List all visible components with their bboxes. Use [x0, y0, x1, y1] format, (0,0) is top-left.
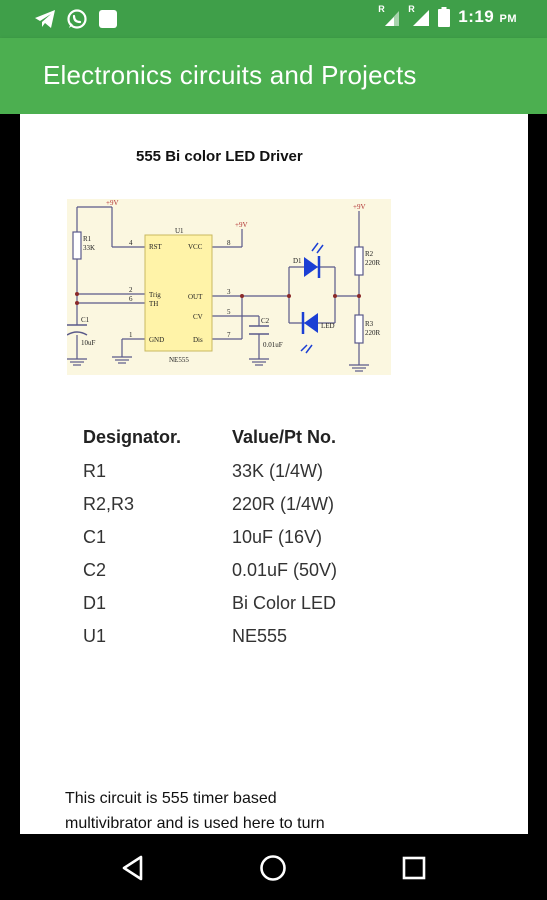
circuit-description: This circuit is 555 timer based multivib…: [65, 786, 485, 834]
pin-dis: Dis: [193, 336, 203, 344]
r1-value: 33K: [83, 244, 95, 252]
table-header-row: Designator. Value/Pt No.: [83, 419, 337, 455]
header-value: Value/Pt No.: [232, 426, 337, 447]
pin-out: OUT: [188, 293, 203, 301]
back-icon[interactable]: [117, 851, 151, 885]
pin-number: 5: [227, 308, 231, 316]
pin-vcc: VCC: [188, 243, 203, 251]
telegram-icon: [35, 10, 55, 28]
r2-label: R2: [365, 250, 374, 258]
r3-value: 220R: [365, 329, 381, 337]
led-label: LED: [321, 322, 335, 330]
clock-ampm: PM: [499, 13, 517, 25]
pin-number: 6: [129, 295, 133, 303]
pin-trig: Trig: [149, 291, 161, 299]
pin-cv: CV: [193, 313, 203, 321]
c2-label: C2: [261, 317, 270, 325]
parts-table: Designator. Value/Pt No. R1 33K (1/4W) R…: [83, 419, 337, 653]
c2-value: 0.01uF: [263, 341, 283, 349]
pin-number: 8: [227, 239, 231, 247]
app-bar: Electronics circuits and Projects: [0, 38, 547, 114]
supply-label: +9V: [353, 203, 366, 211]
status-bar: R R 1:19 PM: [0, 0, 547, 38]
r1-label: R1: [83, 235, 92, 243]
cell-value: 33K (1/4W): [232, 461, 324, 481]
home-icon[interactable]: [256, 851, 290, 885]
table-row: U1 NE555: [83, 620, 337, 653]
sim-label: R: [378, 4, 385, 14]
pin-rst: RST: [149, 243, 163, 251]
cell-designator: U1: [83, 626, 107, 646]
navigation-bar: [0, 834, 547, 900]
cell-designator: R2,R3: [83, 494, 135, 514]
sim-label: R: [408, 4, 415, 14]
cell-value: 0.01uF (50V): [232, 560, 338, 580]
pin-number: 2: [129, 286, 133, 294]
supply-label: +9V: [235, 221, 248, 229]
cell-value: Bi Color LED: [232, 593, 337, 613]
right-margin: [528, 114, 547, 834]
bicolor-led-icon: [300, 242, 324, 354]
c1-label: C1: [81, 316, 90, 324]
table-row: C1 10uF (16V): [83, 521, 337, 554]
c1-value: 10uF: [81, 339, 96, 347]
pin-th: TH: [149, 300, 158, 308]
description-line: This circuit is 555 timer based: [65, 790, 277, 807]
left-margin: [0, 114, 20, 834]
d1-label: D1: [293, 257, 302, 265]
table-row: D1 Bi Color LED: [83, 587, 337, 620]
app-title: Electronics circuits and Projects: [43, 60, 417, 90]
clock: 1:19 PM: [458, 7, 517, 27]
circuit-title: 555 Bi color LED Driver: [136, 148, 303, 165]
ic-label: NE555: [169, 356, 189, 364]
u1-label: U1: [175, 227, 184, 235]
cell-designator: R1: [83, 461, 107, 481]
signal-icon: R: [378, 4, 400, 27]
pin-number: 4: [129, 239, 133, 247]
cell-value: 220R (1/4W): [232, 494, 335, 514]
battery-icon: [438, 7, 451, 27]
cell-designator: D1: [83, 593, 107, 613]
table-row: R2,R3 220R (1/4W): [83, 488, 337, 521]
cell-value: 10uF (16V): [232, 527, 323, 547]
notification-square-icon: [99, 10, 117, 28]
whatsapp-icon: [67, 9, 87, 29]
pin-number: 1: [129, 331, 133, 339]
table-row: R1 33K (1/4W): [83, 455, 337, 488]
table-row: C2 0.01uF (50V): [83, 554, 337, 587]
pin-number: 7: [227, 331, 231, 339]
r3-label: R3: [365, 320, 374, 328]
clock-time: 1:19: [458, 7, 495, 26]
article-content[interactable]: 555 Bi color LED Driver: [20, 114, 528, 834]
cell-designator: C2: [83, 560, 107, 580]
status-bar-notifications: [34, 8, 118, 30]
status-bar-system: R R 1:19 PM: [378, 4, 517, 27]
recent-apps-icon[interactable]: [397, 851, 431, 885]
description-line: multivibrator and is used here to turn: [65, 815, 325, 832]
cell-value: NE555: [232, 626, 288, 646]
pin-number: 3: [227, 288, 231, 296]
cell-designator: C1: [83, 527, 107, 547]
circuit-schematic[interactable]: +9V +9V +9V R1 33K R2 220R R3 220R C1 10…: [67, 199, 391, 375]
signal-icon: R: [408, 4, 430, 27]
pin-gnd: GND: [149, 336, 164, 344]
r2-value: 220R: [365, 259, 381, 267]
supply-label: +9V: [106, 199, 119, 207]
header-designator: Designator.: [83, 426, 182, 447]
